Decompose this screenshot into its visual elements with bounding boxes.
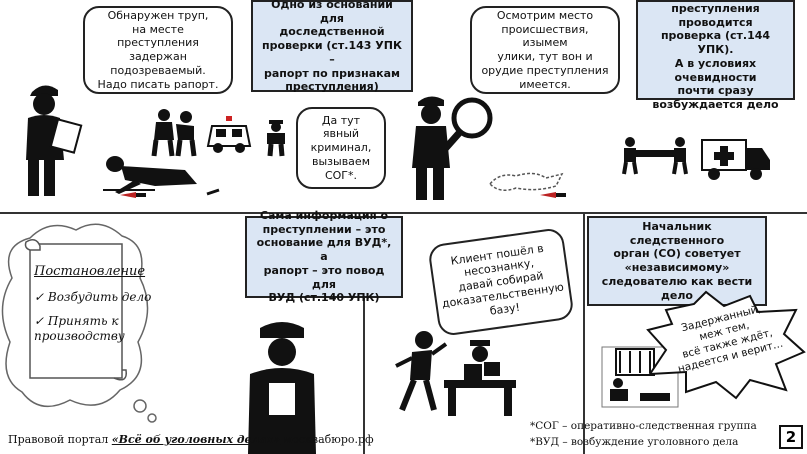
footer-site: москвабюро.рф [280, 433, 374, 446]
chalk-outline-figure [488, 172, 564, 191]
client-bubble: Клиент пошёл в несознанку, давай собирай… [427, 226, 575, 338]
officer-reading-figure [248, 322, 316, 454]
ambulance-icon [701, 139, 770, 180]
evidence-knife-icon [540, 192, 566, 198]
page-number-text: 2 [785, 428, 797, 446]
inspect-bubble: Осмотрим место происшествия, изымем улик… [470, 6, 620, 94]
divider-horizontal [0, 212, 807, 214]
arrest-scene-figure [151, 109, 197, 157]
investigator-magnifier-figure [412, 96, 493, 200]
victim-body-figure [103, 156, 220, 196]
scroll-item-open-case: ✓ Возбудить дело [34, 290, 152, 304]
divider-vertical-2 [583, 212, 585, 454]
officer-report-bubble: Обнаружен труп, на месте преступления за… [83, 6, 233, 94]
abbreviation-notes: *СОГ – оперативно-следственная группа *В… [530, 420, 757, 448]
scroll-document-icon [24, 239, 127, 381]
investigator-desk-figure [444, 340, 516, 416]
footer-portal: Правовой портал «Всё об уголовных делах»… [8, 433, 374, 446]
divider-vertical-1 [363, 212, 365, 454]
detainee-speech-shape [646, 290, 806, 400]
knife-icon [120, 192, 146, 198]
officer-with-tablet-figure [26, 85, 83, 196]
check-144-box: По признакам преступления проводится про… [636, 0, 795, 111]
page-number: 2 [779, 425, 803, 449]
pre-investigation-box: Одно из оснований для доследственной про… [251, 0, 413, 93]
small-officer-figure [267, 120, 285, 157]
footer-brand: «Всё об уголовных делах» [111, 433, 281, 446]
footer-prefix: Правовой портал [8, 433, 112, 446]
boss-pointing-figure [395, 331, 448, 412]
scroll-item-accept: ✓ Принять к производству [34, 314, 125, 343]
criminal-bubble: Да тут явный криминал, вызываем СОГ*. [296, 107, 386, 189]
vud-basis-box: Сама информация о преступлении – это осн… [245, 209, 403, 304]
scroll-title: Постановление [34, 264, 146, 279]
police-car-icon [206, 116, 252, 153]
head-advice-box: Начальник следственного орган (СО) совет… [587, 216, 767, 306]
stretcher-carriers-figure [622, 137, 688, 175]
